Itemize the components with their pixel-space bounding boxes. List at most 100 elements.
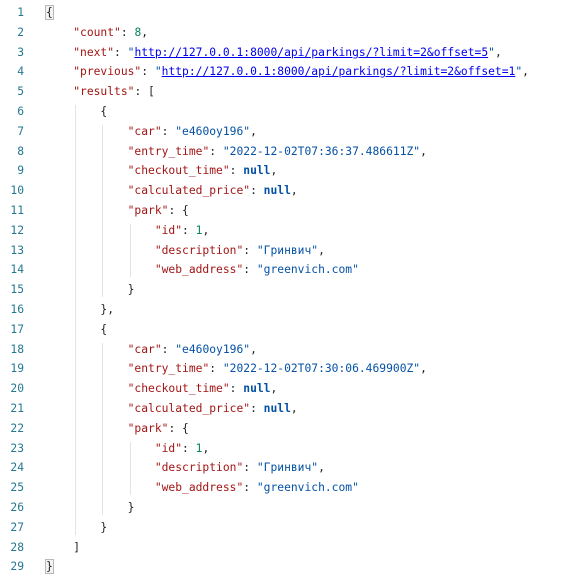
code-line: 28 ] — [0, 538, 576, 558]
code-line: 22 "park": { — [0, 419, 576, 439]
code-token — [46, 382, 128, 395]
line-number: 27 — [10, 520, 24, 534]
code-line: 24 "description": "Гринвич", — [0, 458, 576, 478]
indent-guide — [129, 223, 131, 278]
code-token: "entry_time" — [127, 362, 210, 376]
code-token: : { — [168, 421, 189, 435]
code-text: "entry_time": "2022-12-02T07:36:37.48661… — [46, 142, 427, 162]
code-token: : — [243, 481, 257, 495]
code-token: "results" — [73, 85, 135, 99]
code-text: "web_address": "greenvich.com" — [46, 260, 359, 280]
code-line: 13 "description": "Гринвич", — [0, 241, 576, 261]
code-token: : — [182, 223, 196, 237]
line-number: 1 — [17, 6, 24, 19]
code-text: "description": "Гринвич", — [46, 241, 325, 261]
code-line: 4 "previous": "http://127.0.0.1:8000/api… — [0, 62, 576, 82]
code-text: } — [46, 498, 135, 518]
code-token: 8 — [134, 25, 142, 39]
line-number: 17 — [10, 322, 24, 336]
code-token — [46, 481, 155, 494]
code-token: null — [243, 382, 271, 396]
code-token — [46, 26, 73, 39]
code-token: "2022-12-02T07:36:37.486611Z" — [222, 144, 421, 158]
code-token: "Гринвич" — [256, 243, 319, 257]
code-token: : — [182, 441, 196, 455]
line-number: 7 — [17, 124, 24, 138]
code-text: "park": { — [46, 419, 189, 439]
code-token: "previous" — [73, 65, 142, 79]
code-line: 21 "calculated_price": null, — [0, 399, 576, 419]
code-line: 10 "calculated_price": null, — [0, 181, 576, 201]
line-number: 3 — [17, 45, 24, 59]
code-text: { — [46, 102, 107, 122]
code-text: "id": 1, — [46, 439, 209, 459]
code-token: : — [114, 45, 128, 59]
code-token: " — [154, 65, 162, 79]
line-number: 26 — [10, 500, 24, 514]
code-token: : — [209, 144, 223, 158]
line-number: 4 — [17, 65, 24, 79]
code-text: { — [46, 320, 107, 340]
code-token — [46, 362, 128, 375]
code-token: "park" — [127, 421, 169, 435]
url-link[interactable]: http://127.0.0.1:8000/api/parkings/?limi… — [134, 45, 489, 59]
code-token: , — [141, 25, 149, 39]
code-token: : — [120, 25, 135, 39]
code-line: 9 "checkout_time": null, — [0, 161, 576, 181]
code-text: "id": 1, — [46, 221, 209, 241]
code-line: 12 "id": 1, — [0, 221, 576, 241]
code-token — [46, 422, 128, 435]
code-token: : — [209, 362, 223, 376]
line-number: 22 — [10, 421, 24, 435]
code-token: ] — [46, 540, 81, 554]
code-line: 19 "entry_time": "2022-12-02T07:30:06.46… — [0, 359, 576, 379]
code-token: "2022-12-02T07:30:06.469900Z" — [222, 362, 421, 376]
code-text: "next": "http://127.0.0.1:8000/api/parki… — [46, 43, 502, 63]
indent-guide — [129, 441, 131, 495]
url-link[interactable]: http://127.0.0.1:8000/api/parkings/?limi… — [161, 65, 516, 79]
code-token: , — [202, 441, 210, 455]
code-token: "entry_time" — [127, 144, 210, 158]
code-token: : — [243, 263, 257, 277]
code-text: "entry_time": "2022-12-02T07:30:06.46990… — [46, 359, 427, 379]
code-lines: 1 {2 "count": 8, 3 "next": "http://127.0.0… — [0, 3, 576, 577]
code-line: 17 { — [0, 320, 576, 340]
code-token — [46, 263, 155, 276]
line-number: 6 — [17, 104, 24, 118]
line-number: 8 — [17, 144, 24, 158]
code-text: "park": { — [46, 201, 189, 221]
code-line: 25 "web_address": "greenvich.com" — [0, 478, 576, 498]
indent-guide — [102, 124, 104, 297]
code-token: "е460оу196" — [175, 124, 251, 138]
code-line: 27 } — [0, 518, 576, 538]
code-token — [46, 164, 128, 177]
code-text: "results": [ — [46, 82, 155, 102]
code-token: null — [243, 164, 271, 178]
line-number: 16 — [10, 302, 24, 316]
code-token: { — [46, 322, 108, 336]
line-number: 10 — [10, 184, 24, 198]
code-token: "car" — [127, 342, 162, 356]
code-token: , — [318, 243, 325, 257]
code-token: , — [420, 362, 427, 376]
line-number: 5 — [17, 85, 24, 99]
code-token: : — [161, 124, 176, 138]
line-number: 12 — [10, 223, 24, 237]
code-token: : — [141, 65, 155, 79]
code-line: 26 } — [0, 498, 576, 518]
code-token: "web_address" — [154, 481, 244, 495]
code-token: 1 — [195, 223, 203, 237]
code-token: "car" — [127, 124, 162, 138]
line-number: 18 — [10, 342, 24, 356]
code-token: : — [229, 164, 244, 178]
code-token: , — [522, 65, 529, 79]
code-token: : — [243, 243, 257, 257]
line-number: 2 — [17, 25, 24, 39]
code-line: 11 "park": { — [0, 201, 576, 221]
code-text: } — [46, 280, 135, 300]
code-token — [46, 204, 128, 217]
code-token: "checkout_time" — [127, 164, 230, 178]
code-token: "calculated_price" — [127, 401, 251, 415]
code-token — [46, 46, 73, 59]
code-token: "count" — [73, 25, 121, 39]
